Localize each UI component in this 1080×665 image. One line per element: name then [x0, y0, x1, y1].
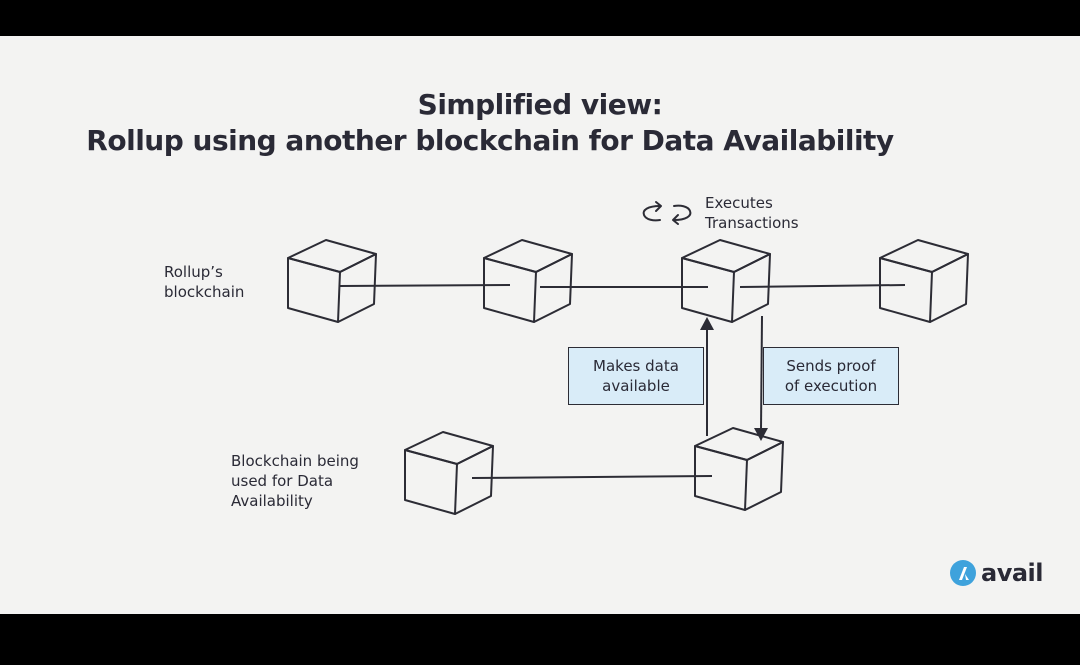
- sends-proof-arrow-head: [754, 428, 768, 441]
- sends-proof-line-2: of execution: [784, 377, 878, 395]
- rollup-chain-label-line-1: Rollup’s: [164, 263, 223, 281]
- da-chain-label: Blockchain being used for Data Availabil…: [231, 451, 359, 511]
- rollup-chain-label-line-2: blockchain: [164, 283, 245, 301]
- makes-data-arrow-head: [700, 317, 714, 330]
- avail-logo: avail: [950, 559, 1044, 587]
- da-chain-label-line-2: used for Data: [231, 472, 334, 490]
- rollup-link-1: [339, 284, 511, 287]
- cycle-arrows-icon: [642, 201, 692, 225]
- sends-proof-arrow-line: [760, 315, 763, 431]
- rollup-block-3: [681, 239, 771, 323]
- makes-data-line-1: Makes data: [593, 357, 679, 375]
- sends-proof-box: Sends proof of execution: [763, 347, 899, 405]
- da-chain-label-line-1: Blockchain being: [231, 452, 359, 470]
- makes-data-line-2: available: [602, 377, 670, 395]
- rollup-block-2: [483, 239, 573, 323]
- diagram-canvas: [287, 201, 969, 515]
- avail-logo-text: avail: [981, 559, 1044, 587]
- rollup-block-1: [287, 239, 377, 323]
- avail-logo-icon: [950, 560, 976, 586]
- da-block-1: [404, 431, 494, 515]
- executes-label-line-2: Transactions: [705, 214, 799, 232]
- da-chain-label-line-3: Availability: [231, 492, 313, 510]
- da-block-2: [694, 427, 784, 511]
- rollup-link-3: [739, 284, 906, 288]
- title-line-2: Rollup using another blockchain for Data…: [86, 124, 894, 157]
- title-line-1: Simplified view:: [417, 88, 663, 121]
- sends-proof-line-1: Sends proof: [786, 357, 876, 375]
- rollup-block-4: [879, 239, 969, 323]
- slide: Simplified view: Rollup using another bl…: [0, 36, 1080, 614]
- makes-data-available-box: Makes data available: [568, 347, 704, 405]
- executes-label-line-1: Executes: [705, 194, 773, 212]
- da-link: [471, 475, 713, 479]
- rollup-chain-label: Rollup’s blockchain: [164, 262, 244, 302]
- executes-transactions-label: Executes Transactions: [705, 193, 799, 233]
